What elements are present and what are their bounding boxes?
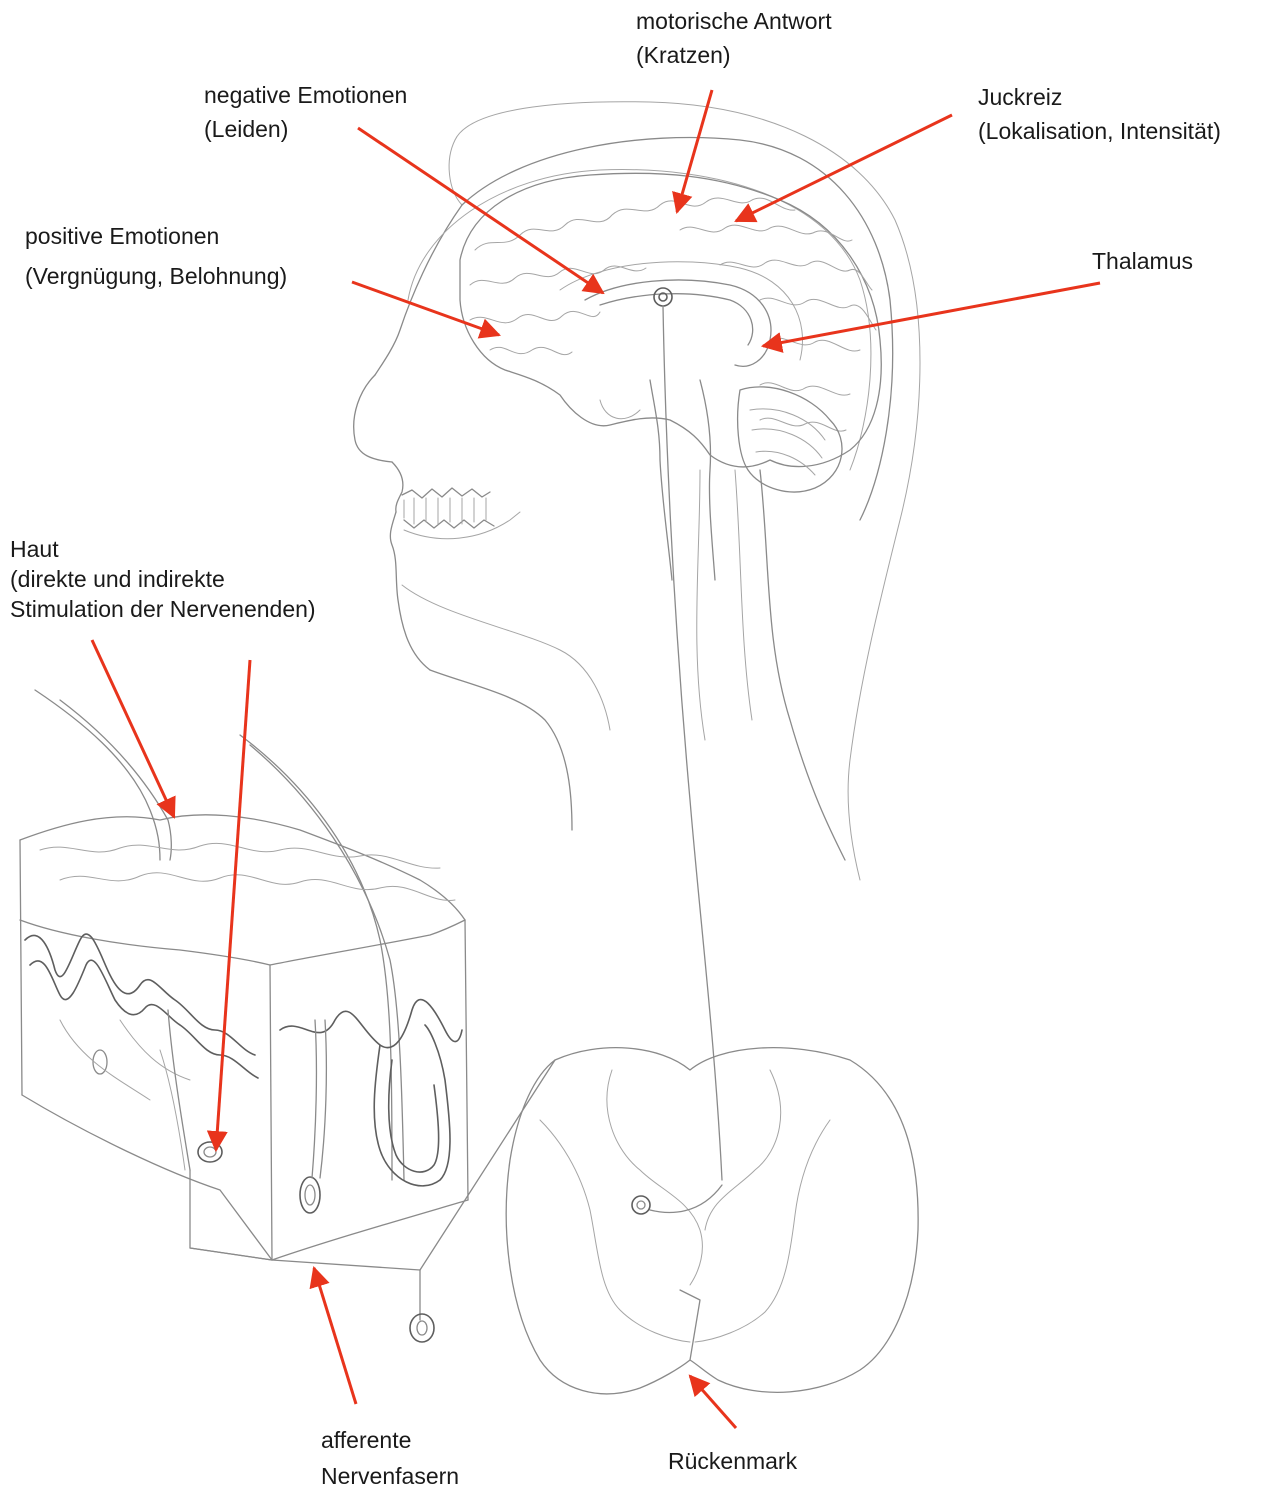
- arrow-positive: [352, 282, 499, 335]
- label-negative-line1: negative Emotionen: [204, 78, 407, 112]
- label-itch-line2: (Lokalisation, Intensität): [978, 114, 1221, 148]
- label-positive-line1: positive Emotionen: [25, 216, 287, 256]
- label-afferent-fibers: afferente Nervenfasern: [321, 1422, 459, 1494]
- label-thalamus: Thalamus: [1092, 244, 1193, 278]
- arrow-skin-2: [216, 660, 250, 1150]
- arrow-spinal: [690, 1376, 736, 1428]
- label-skin: Haut (direkte und indirekte Stimulation …: [10, 534, 316, 624]
- head-sketch: [354, 102, 920, 880]
- label-itch: Juckreiz (Lokalisation, Intensität): [978, 80, 1221, 148]
- label-positive-emotions: positive Emotionen (Vergnügung, Belohnun…: [25, 216, 287, 296]
- label-afferent-line1: afferente: [321, 1422, 459, 1458]
- label-motor-response: motorische Antwort (Kratzen): [636, 4, 832, 72]
- label-negative-emotions: negative Emotionen (Leiden): [204, 78, 407, 146]
- label-skin-line2: (direkte und indirekte: [10, 564, 316, 594]
- label-spinal-cord: Rückenmark: [668, 1444, 797, 1478]
- label-spinal-line1: Rückenmark: [668, 1444, 797, 1478]
- nerve-connection-lines: [190, 1060, 555, 1342]
- arrow-afferent: [314, 1268, 356, 1404]
- label-skin-line1: Haut: [10, 534, 316, 564]
- arrow-itch: [736, 115, 952, 221]
- label-afferent-line2: Nervenfasern: [321, 1458, 459, 1494]
- label-skin-line3: Stimulation der Nervenenden): [10, 594, 316, 624]
- label-thalamus-line1: Thalamus: [1092, 244, 1193, 278]
- label-negative-line2: (Leiden): [204, 112, 407, 146]
- arrow-motor: [677, 90, 712, 212]
- label-positive-line2: (Vergnügung, Belohnung): [25, 256, 287, 296]
- label-motor-line1: motorische Antwort: [636, 4, 832, 38]
- label-motor-line2: (Kratzen): [636, 38, 832, 72]
- label-itch-line1: Juckreiz: [978, 80, 1221, 114]
- skin-block-sketch: [20, 690, 468, 1260]
- spinal-cord-sketch: [506, 1048, 918, 1394]
- spinothalamic-tract-line: [663, 306, 722, 1180]
- arrow-skin-1: [92, 640, 174, 817]
- arrow-thalamus: [763, 283, 1100, 346]
